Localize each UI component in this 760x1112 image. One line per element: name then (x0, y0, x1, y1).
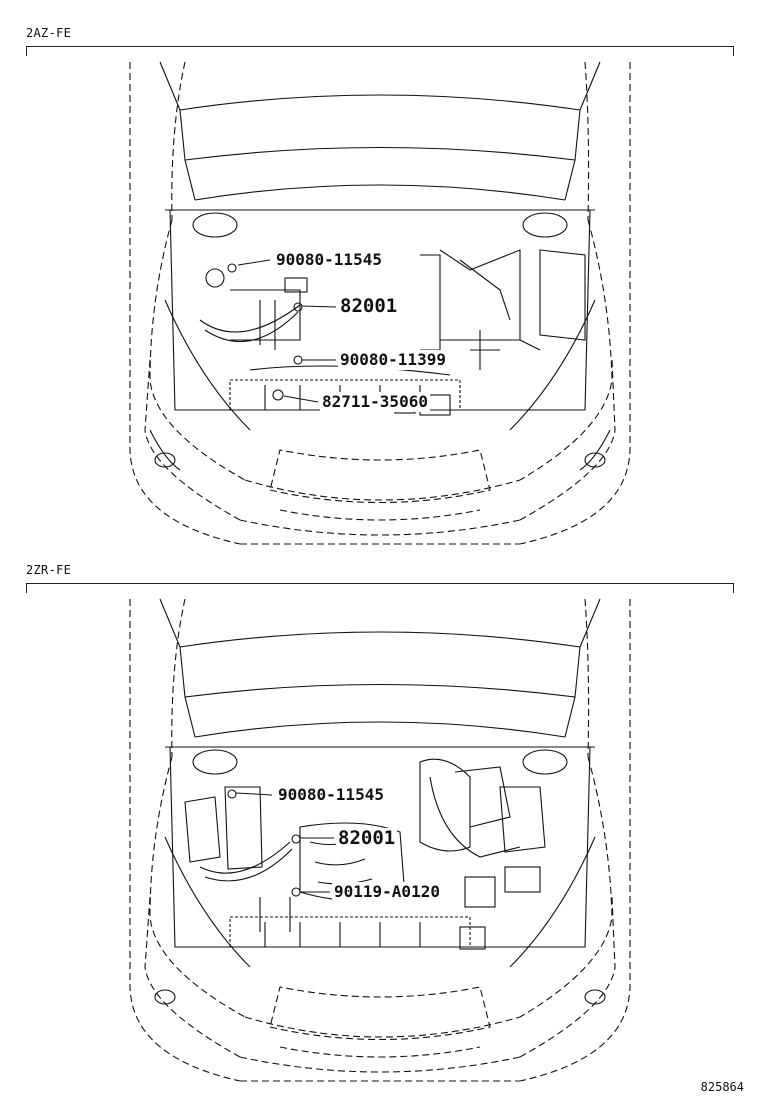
engine-bay-diagram-2zr-fe (129, 598, 631, 1082)
section-label-2az-fe: 2AZ-FE (26, 26, 72, 40)
engine-components (184, 758, 546, 950)
car-body-outline (129, 598, 631, 1082)
engine-bay-outline (149, 209, 611, 471)
hood-outline (159, 598, 601, 738)
callout-90080-11399: 90080-11399 (338, 350, 448, 370)
section-frame-tick-left (26, 583, 27, 593)
callout-90080-11545: 90080-11545 (276, 785, 386, 805)
section-frame-line (26, 46, 734, 47)
section-frame-line (26, 583, 734, 584)
callout-leader-lines (237, 259, 337, 403)
section-frame-tick-right (733, 46, 734, 56)
callout-82001: 82001 (338, 295, 400, 317)
section-frame-tick-left (26, 46, 27, 56)
callout-90080-11545: 90080-11545 (274, 250, 384, 270)
callout-leader-lines (235, 792, 334, 893)
callout-90119-a0120: 90119-A0120 (332, 882, 442, 902)
section-frame-tick-right (733, 583, 734, 593)
section-label-2zr-fe: 2ZR-FE (26, 563, 72, 577)
hood-outline (159, 61, 601, 201)
engine-components (199, 249, 586, 416)
callout-82001: 82001 (336, 827, 398, 849)
diagram-reference-number: 825864 (700, 1080, 744, 1094)
callout-82711-35060: 82711-35060 (320, 392, 430, 412)
car-body-outline (129, 61, 631, 545)
